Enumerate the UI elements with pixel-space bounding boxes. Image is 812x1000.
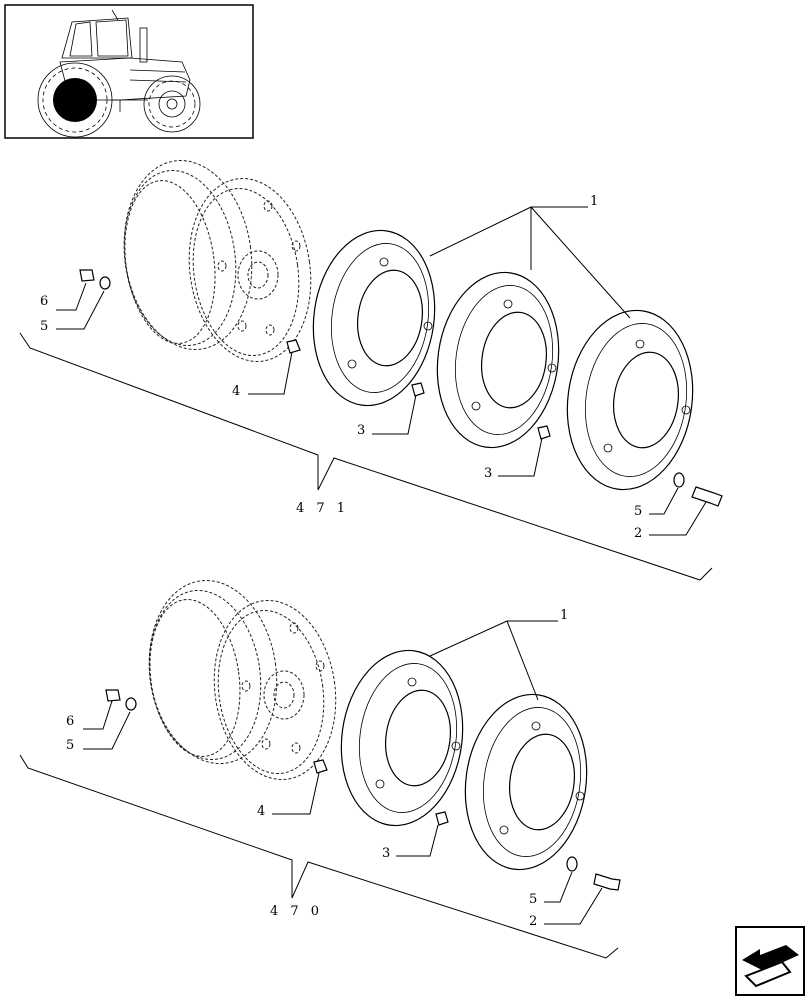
leader-lines (19, 620, 619, 959)
wheel-weight (566, 309, 694, 491)
washer (566, 856, 578, 872)
wheel-rim-phantom (123, 160, 312, 362)
assembly-470: 1 6 5 4 3 5 2 4 7 0 (19, 579, 621, 959)
bolt (691, 486, 723, 507)
label-item-5: 5 (66, 738, 74, 753)
label-item-6: 6 (66, 714, 74, 729)
tractor-icon (37, 9, 201, 138)
label-item-5: 5 (529, 892, 537, 907)
leader-lines (19, 206, 713, 581)
nut (79, 269, 95, 282)
group-ref-471: 4 7 1 (296, 501, 349, 516)
stud (411, 382, 425, 397)
label-item-5: 5 (40, 319, 48, 334)
wheel-weight (312, 229, 436, 407)
label-item-1: 1 (560, 608, 568, 623)
label-item-2: 2 (529, 914, 537, 929)
label-item-6: 6 (40, 294, 48, 309)
label-item-3: 3 (484, 466, 492, 481)
rear-wheel-marker (53, 78, 97, 122)
wheel-weight (464, 693, 588, 871)
nut (105, 689, 121, 702)
label-item-3: 3 (357, 423, 365, 438)
bolt (593, 873, 621, 891)
label-item-4: 4 (232, 384, 240, 399)
stud (435, 811, 449, 826)
label-item-3: 3 (382, 846, 390, 861)
washer (673, 472, 685, 488)
stud (286, 339, 301, 354)
assembly-471: 1 6 5 4 3 3 5 2 4 7 1 (19, 160, 723, 581)
washer (99, 276, 111, 290)
stud (537, 425, 551, 440)
tractor-thumbnail (4, 4, 254, 139)
label-item-2: 2 (634, 526, 642, 541)
label-item-1: 1 (590, 194, 598, 209)
next-page-arrow-icon[interactable] (735, 926, 805, 996)
wheel-rim-phantom (148, 579, 337, 781)
washer (125, 697, 137, 711)
label-item-5: 5 (634, 504, 642, 519)
stud (313, 759, 328, 774)
wheel-weight (436, 271, 560, 449)
wheel-weight (340, 649, 464, 827)
group-ref-470: 4 7 0 (270, 904, 323, 919)
label-item-4: 4 (257, 804, 265, 819)
